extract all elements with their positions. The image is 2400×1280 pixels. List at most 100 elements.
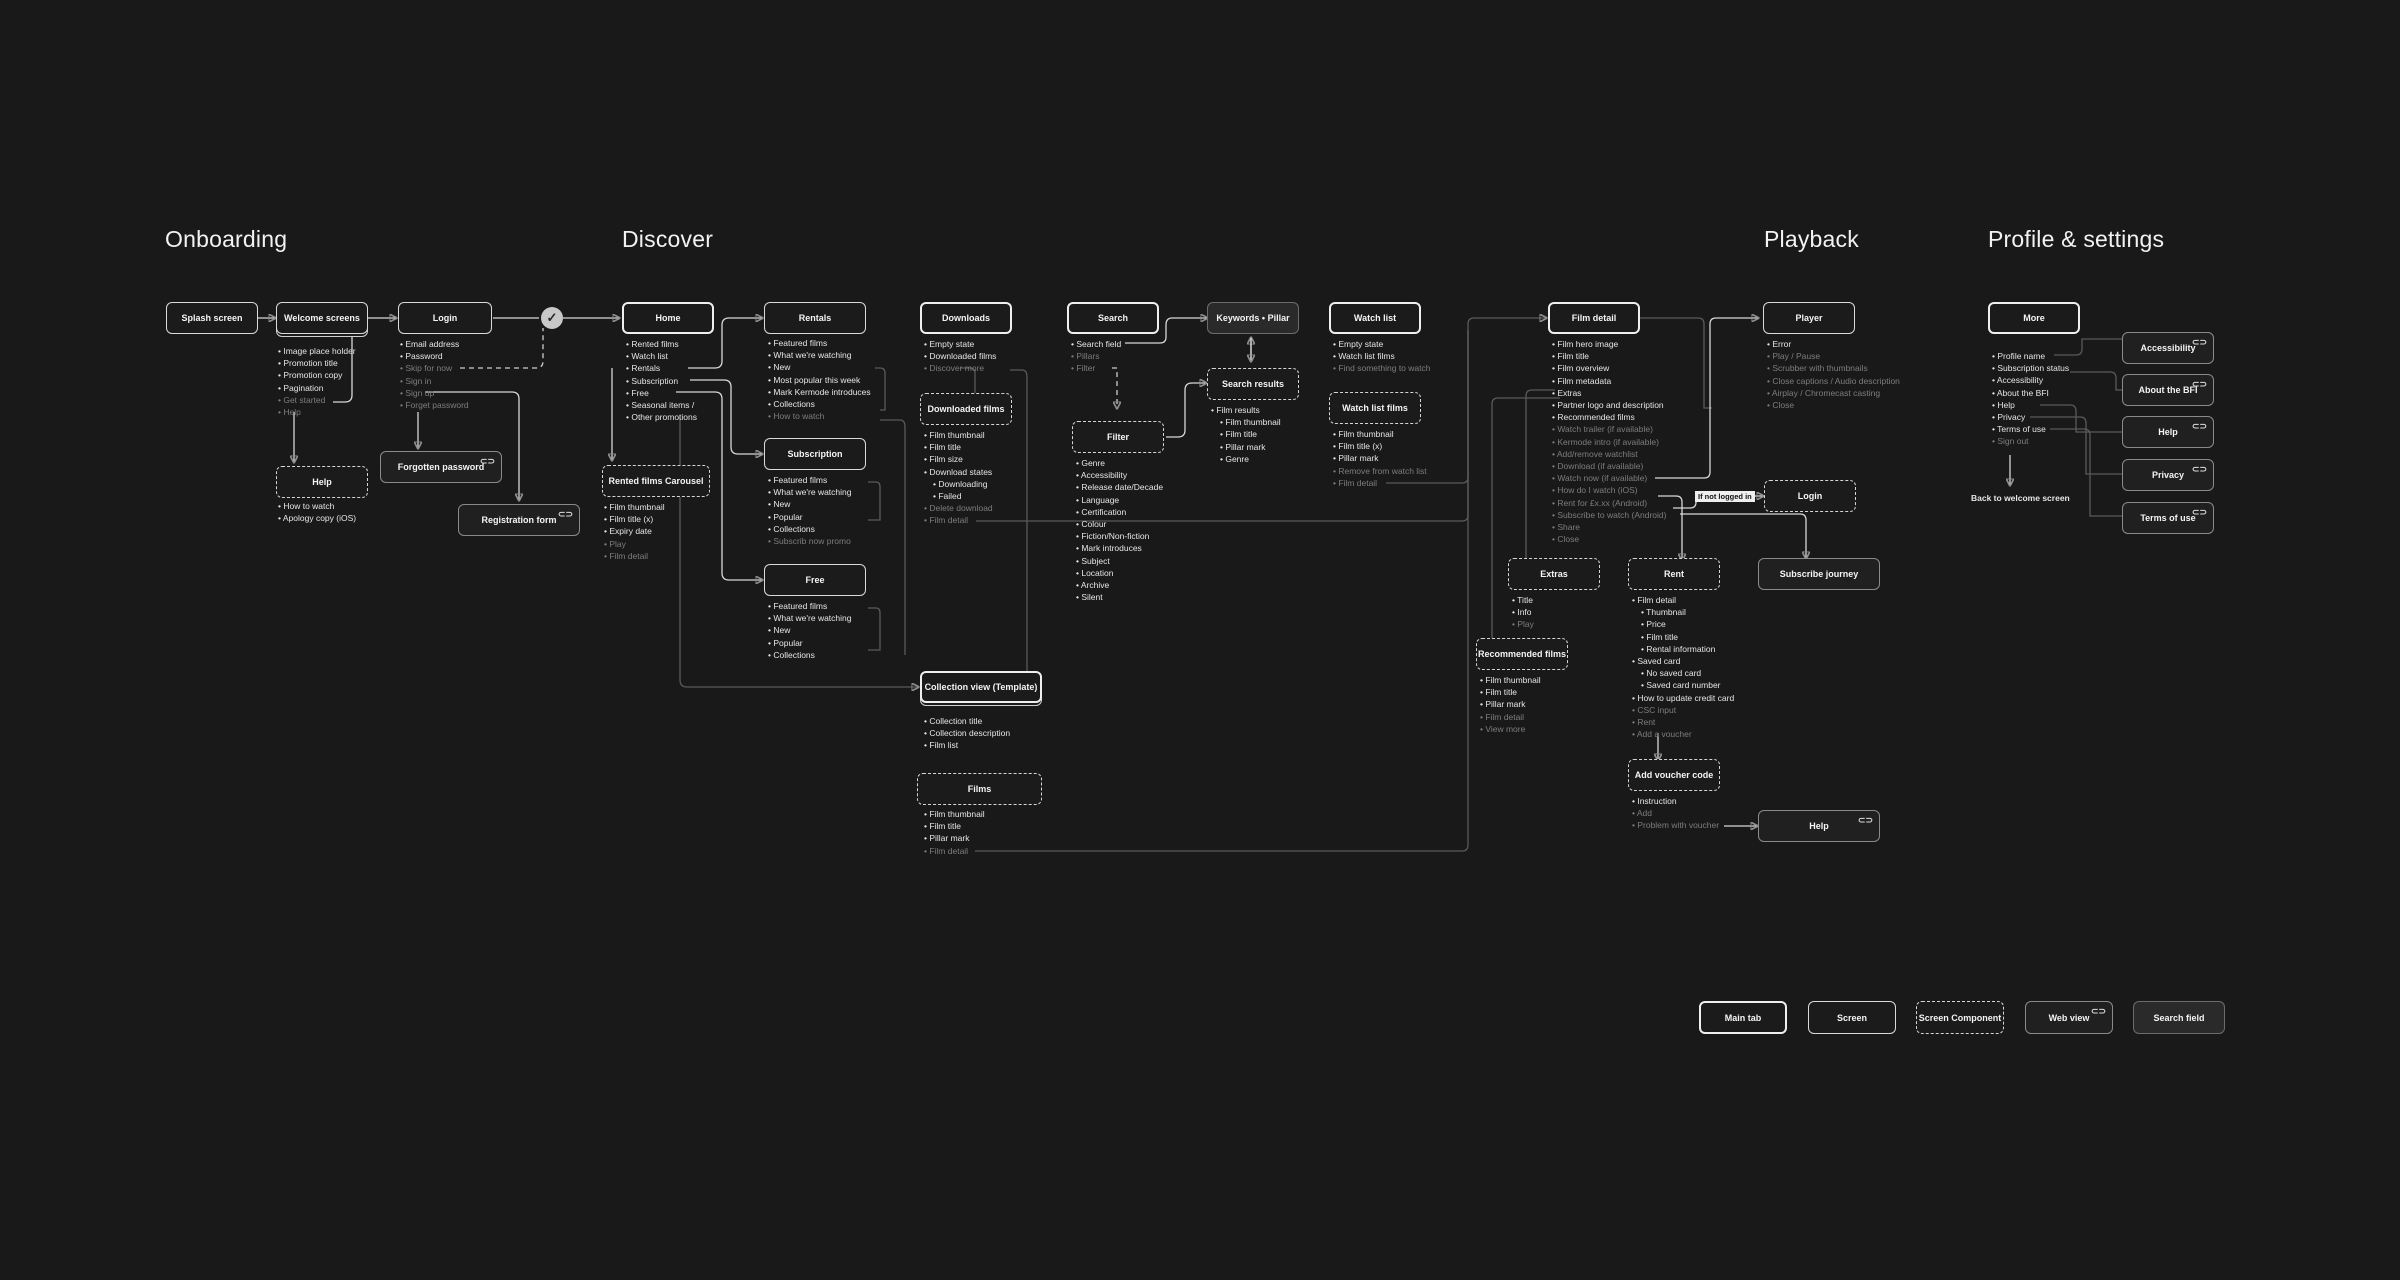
downloaded-films-list: • Film thumbnail • Film title • Film siz… (924, 429, 993, 527)
list-item: • Language (1076, 494, 1120, 505)
list-item: • Play / Pause (1767, 351, 1821, 362)
node-label: Rented films Carousel (608, 476, 704, 486)
node-label: Downloads (941, 313, 990, 323)
home-tab-node[interactable]: Home (622, 302, 714, 334)
login-node[interactable]: Login (398, 302, 492, 334)
list-item: • Thumbnail (1641, 607, 1686, 618)
list-item: • Film title (x) (604, 514, 654, 525)
list-item: • Promotion copy (278, 370, 343, 381)
node-label: Extras (1540, 569, 1568, 579)
list-item: • Film results (1211, 405, 1260, 415)
collection-view-node[interactable]: Collection view (Template) (920, 671, 1042, 703)
list-item: • Genre (1220, 453, 1249, 464)
link-icon: ⊂⊃ (2191, 464, 2207, 474)
list-item: • What we're watching (768, 613, 852, 624)
node-label: Rent (1664, 569, 1684, 579)
list-item: • Film detail (1480, 711, 1525, 722)
free-list: • Featured films • What we're watching •… (768, 600, 852, 661)
terms-webview-node[interactable]: Terms of use⊂⊃ (2122, 502, 2214, 534)
add-voucher-code-node[interactable]: Add voucher code (1628, 759, 1720, 791)
list-item: • Film metadata (1552, 375, 1612, 386)
list-item: • Skip for now (400, 363, 453, 374)
rent-node[interactable]: Rent (1628, 558, 1720, 590)
list-item: • Rentals (626, 363, 661, 374)
list-item: • Pillar mark (924, 833, 970, 844)
list-item: • Film detail (1632, 595, 1677, 605)
list-item: • Film list (924, 740, 959, 751)
list-item: • Remove from watch list (1333, 465, 1427, 476)
list-item: • Empty state (924, 339, 975, 349)
more-tab-node[interactable]: More (1988, 302, 2080, 334)
downloaded-films-node[interactable]: Downloaded films (920, 393, 1012, 425)
splash-screen-node[interactable]: Splash screen (166, 302, 258, 334)
list-item: • Certification (1076, 506, 1127, 517)
node-label: Add voucher code (1634, 770, 1714, 780)
list-item: • Collections (768, 399, 815, 410)
player-node[interactable]: Player (1763, 302, 1855, 334)
forgotten-password-node[interactable]: Forgotten password⊂⊃ (380, 451, 502, 483)
list-item: • Film detail (924, 515, 969, 526)
not-logged-in-tag: If not logged in (1695, 491, 1755, 502)
node-label: Films (967, 784, 992, 794)
privacy-webview-node[interactable]: Privacy⊂⊃ (2122, 459, 2214, 491)
watch-list-films-list: • Film thumbnail • Film title (x) • Pill… (1333, 428, 1427, 489)
list-item: • Featured films (768, 475, 828, 485)
node-label: Help (312, 477, 332, 487)
rentals-node[interactable]: Rentals (764, 302, 866, 334)
list-item: • Film detail (924, 845, 969, 856)
list-item: • Promotion title (278, 358, 338, 369)
list-item: • Release date/Decade (1076, 482, 1164, 493)
list-item: • Watch now (if available) (1552, 473, 1648, 484)
list-item: • Help (1992, 399, 2015, 410)
list-item: • Watch trailer (if available) (1552, 424, 1653, 435)
legend-label: Screen (1836, 1012, 1868, 1023)
list-item: • What we're watching (768, 350, 852, 361)
list-item: • Discover more (924, 363, 985, 374)
subscription-node[interactable]: Subscription (764, 438, 866, 470)
node-label: Watch list films (1342, 403, 1408, 413)
list-item: • Find something to watch (1333, 363, 1431, 374)
legend-label: Main tab (1724, 1012, 1762, 1023)
watch-list-tab-node[interactable]: Watch list (1329, 302, 1421, 334)
list-item: • Saved card (1632, 656, 1681, 667)
list-item: • Filter (1071, 363, 1096, 374)
search-tab-node[interactable]: Search (1067, 302, 1159, 334)
list-item: • Other promotions (626, 412, 698, 423)
rented-films-carousel-node[interactable]: Rented films Carousel (602, 465, 710, 497)
list-item: • Film thumbnail (604, 502, 665, 512)
list-item: • Rental information (1641, 643, 1716, 654)
filter-node[interactable]: Filter (1072, 421, 1164, 453)
downloads-tab-node[interactable]: Downloads (920, 302, 1012, 334)
list-item: • Failed (933, 491, 962, 502)
registration-form-node[interactable]: Registration form⊂⊃ (458, 504, 580, 536)
film-detail-node[interactable]: Film detail (1548, 302, 1640, 334)
list-item: • Download states (924, 466, 993, 477)
welcome-screens-node[interactable]: Welcome screens (276, 302, 368, 334)
rentals-list: • Featured films • What we're watching •… (768, 337, 871, 422)
list-item: • Film title (1480, 687, 1517, 698)
extras-node[interactable]: Extras (1508, 558, 1600, 590)
recommended-films-node[interactable]: Recommended films (1476, 638, 1568, 670)
list-item: • View more (1480, 723, 1526, 734)
help-webview-node[interactable]: Help⊂⊃ (2122, 416, 2214, 448)
list-item: • Film title (924, 821, 961, 832)
list-item: • Popular (768, 511, 803, 522)
films-list: • Film thumbnail • Film title • Pillar m… (924, 808, 985, 857)
keywords-pillar-field[interactable]: Keywords • Pillar (1207, 302, 1299, 334)
search-list: • Search field • Pillars • Filter (1071, 338, 1121, 375)
subscribe-journey-node[interactable]: Subscribe journey (1758, 558, 1880, 590)
watch-list-films-node[interactable]: Watch list films (1329, 392, 1421, 424)
accessibility-webview-node[interactable]: Accessibility⊂⊃ (2122, 332, 2214, 364)
list-item: • Apology copy (iOS) (278, 513, 357, 524)
voucher-help-node[interactable]: Help⊂⊃ (1758, 810, 1880, 842)
node-label: Recommended films (1477, 649, 1567, 659)
about-bfi-webview-node[interactable]: About the BFI⊂⊃ (2122, 374, 2214, 406)
films-component-node[interactable]: Films (917, 773, 1042, 805)
list-item: • Add/remove watchlist (1552, 448, 1638, 459)
onboarding-help-node[interactable]: Help (276, 466, 368, 498)
free-node[interactable]: Free (764, 564, 866, 596)
list-item: • Film detail (604, 550, 649, 561)
search-results-node[interactable]: Search results (1207, 368, 1299, 400)
list-item: • Sign in (400, 375, 432, 386)
playback-login-node[interactable]: Login (1764, 480, 1856, 512)
